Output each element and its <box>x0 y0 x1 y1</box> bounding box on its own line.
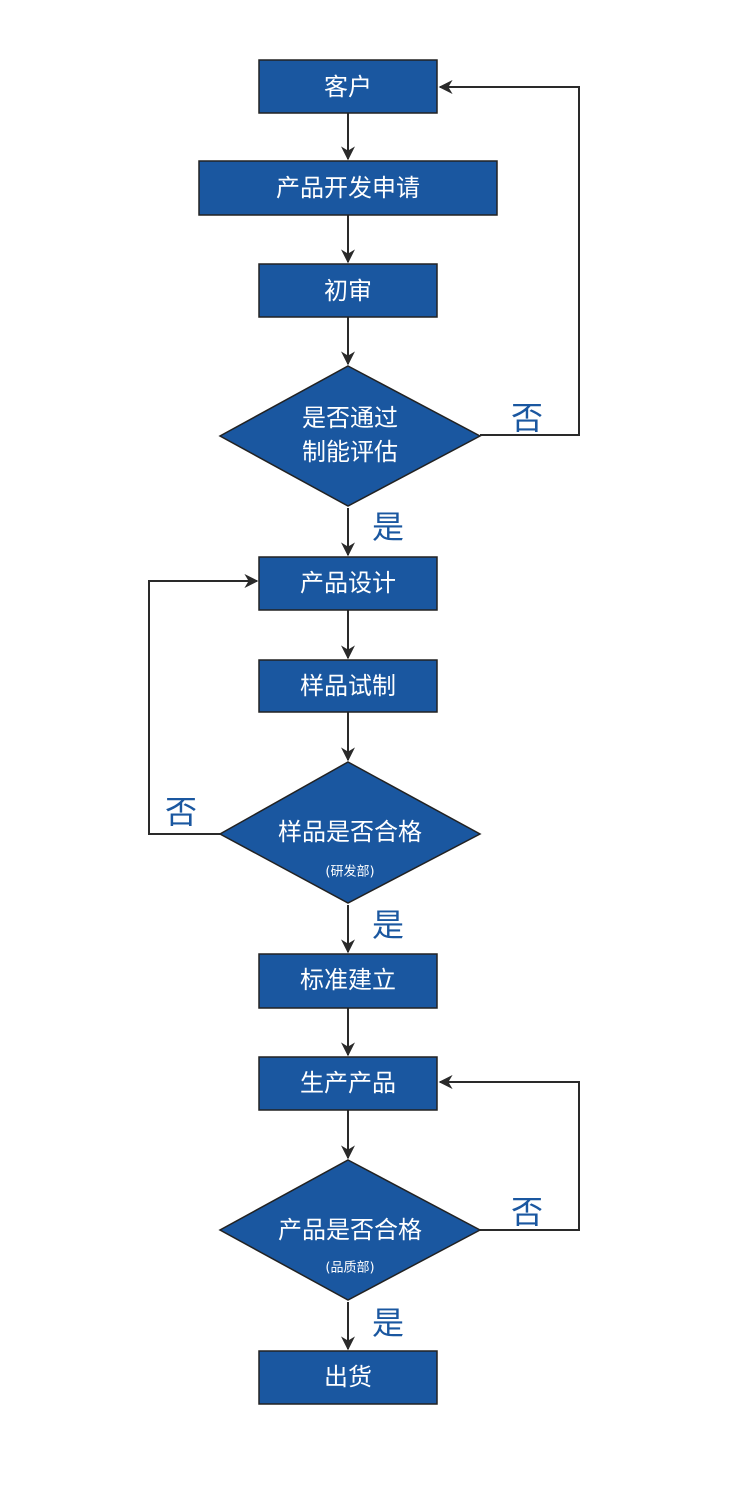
edge-capability-no-loop <box>438 80 580 436</box>
node-customer-box <box>258 59 438 114</box>
label-product-no: 否 <box>511 1193 543 1231</box>
decision-capability-line2: 制能评估 <box>302 438 398 466</box>
node-sample-trial-box <box>258 659 438 713</box>
decision-product-dept: (品质部) <box>325 1261 374 1276</box>
decision-sample-dept: (研发部) <box>325 864 374 880</box>
edge-product-no-loop <box>438 1075 580 1231</box>
decision-capability-line1: 是否通过 <box>302 404 398 432</box>
edge-sample-no-loop <box>148 574 259 835</box>
node-production-label: 生产产品 <box>300 1069 396 1097</box>
label-capability-yes: 是 <box>372 508 404 546</box>
label-product-yes: 是 <box>372 1304 404 1342</box>
node-preliminary-review-box <box>258 263 438 318</box>
decision-capability: 是否通过 制能评估 <box>218 365 482 507</box>
node-dev-request: 产品开发申请 <box>198 160 498 216</box>
node-product-design-box <box>258 556 438 611</box>
edges <box>148 80 580 1351</box>
node-customer-label: 客户 <box>324 73 372 101</box>
decision-capability-shape <box>218 365 482 507</box>
label-sample-yes: 是 <box>372 906 404 944</box>
node-product-design-label: 产品设计 <box>300 569 396 597</box>
decision-sample-shape <box>218 761 482 904</box>
node-production-box <box>258 1056 438 1111</box>
node-shipment-label: 出货 <box>324 1363 372 1391</box>
node-sample-trial: 样品试制 <box>258 659 438 713</box>
node-shipment: 出货 <box>258 1350 438 1405</box>
decision-product: 产品是否合格 (品质部) <box>218 1159 482 1301</box>
node-standard-setup-label: 标准建立 <box>300 966 396 994</box>
node-product-design: 产品设计 <box>258 556 438 611</box>
decision-sample: 样品是否合格 (研发部) <box>218 761 482 904</box>
label-sample-no: 否 <box>165 793 197 831</box>
node-production: 生产产品 <box>258 1056 438 1111</box>
node-preliminary-review: 初审 <box>258 263 438 318</box>
node-standard-setup-box <box>258 953 438 1009</box>
node-dev-request-label: 产品开发申请 <box>276 174 420 202</box>
node-sample-trial-label: 样品试制 <box>300 672 396 700</box>
label-capability-no: 否 <box>511 399 543 437</box>
node-dev-request-box <box>198 160 498 216</box>
decision-product-shape <box>218 1159 482 1301</box>
node-customer: 客户 <box>258 59 438 114</box>
decision-product-label: 产品是否合格 <box>278 1216 422 1244</box>
node-standard-setup: 标准建立 <box>258 953 438 1009</box>
decision-sample-label: 样品是否合格 <box>278 818 422 846</box>
node-shipment-box <box>258 1350 438 1405</box>
edge-labels: 否 是 否 是 否 是 <box>165 399 543 1342</box>
node-preliminary-review-label: 初审 <box>324 277 372 305</box>
